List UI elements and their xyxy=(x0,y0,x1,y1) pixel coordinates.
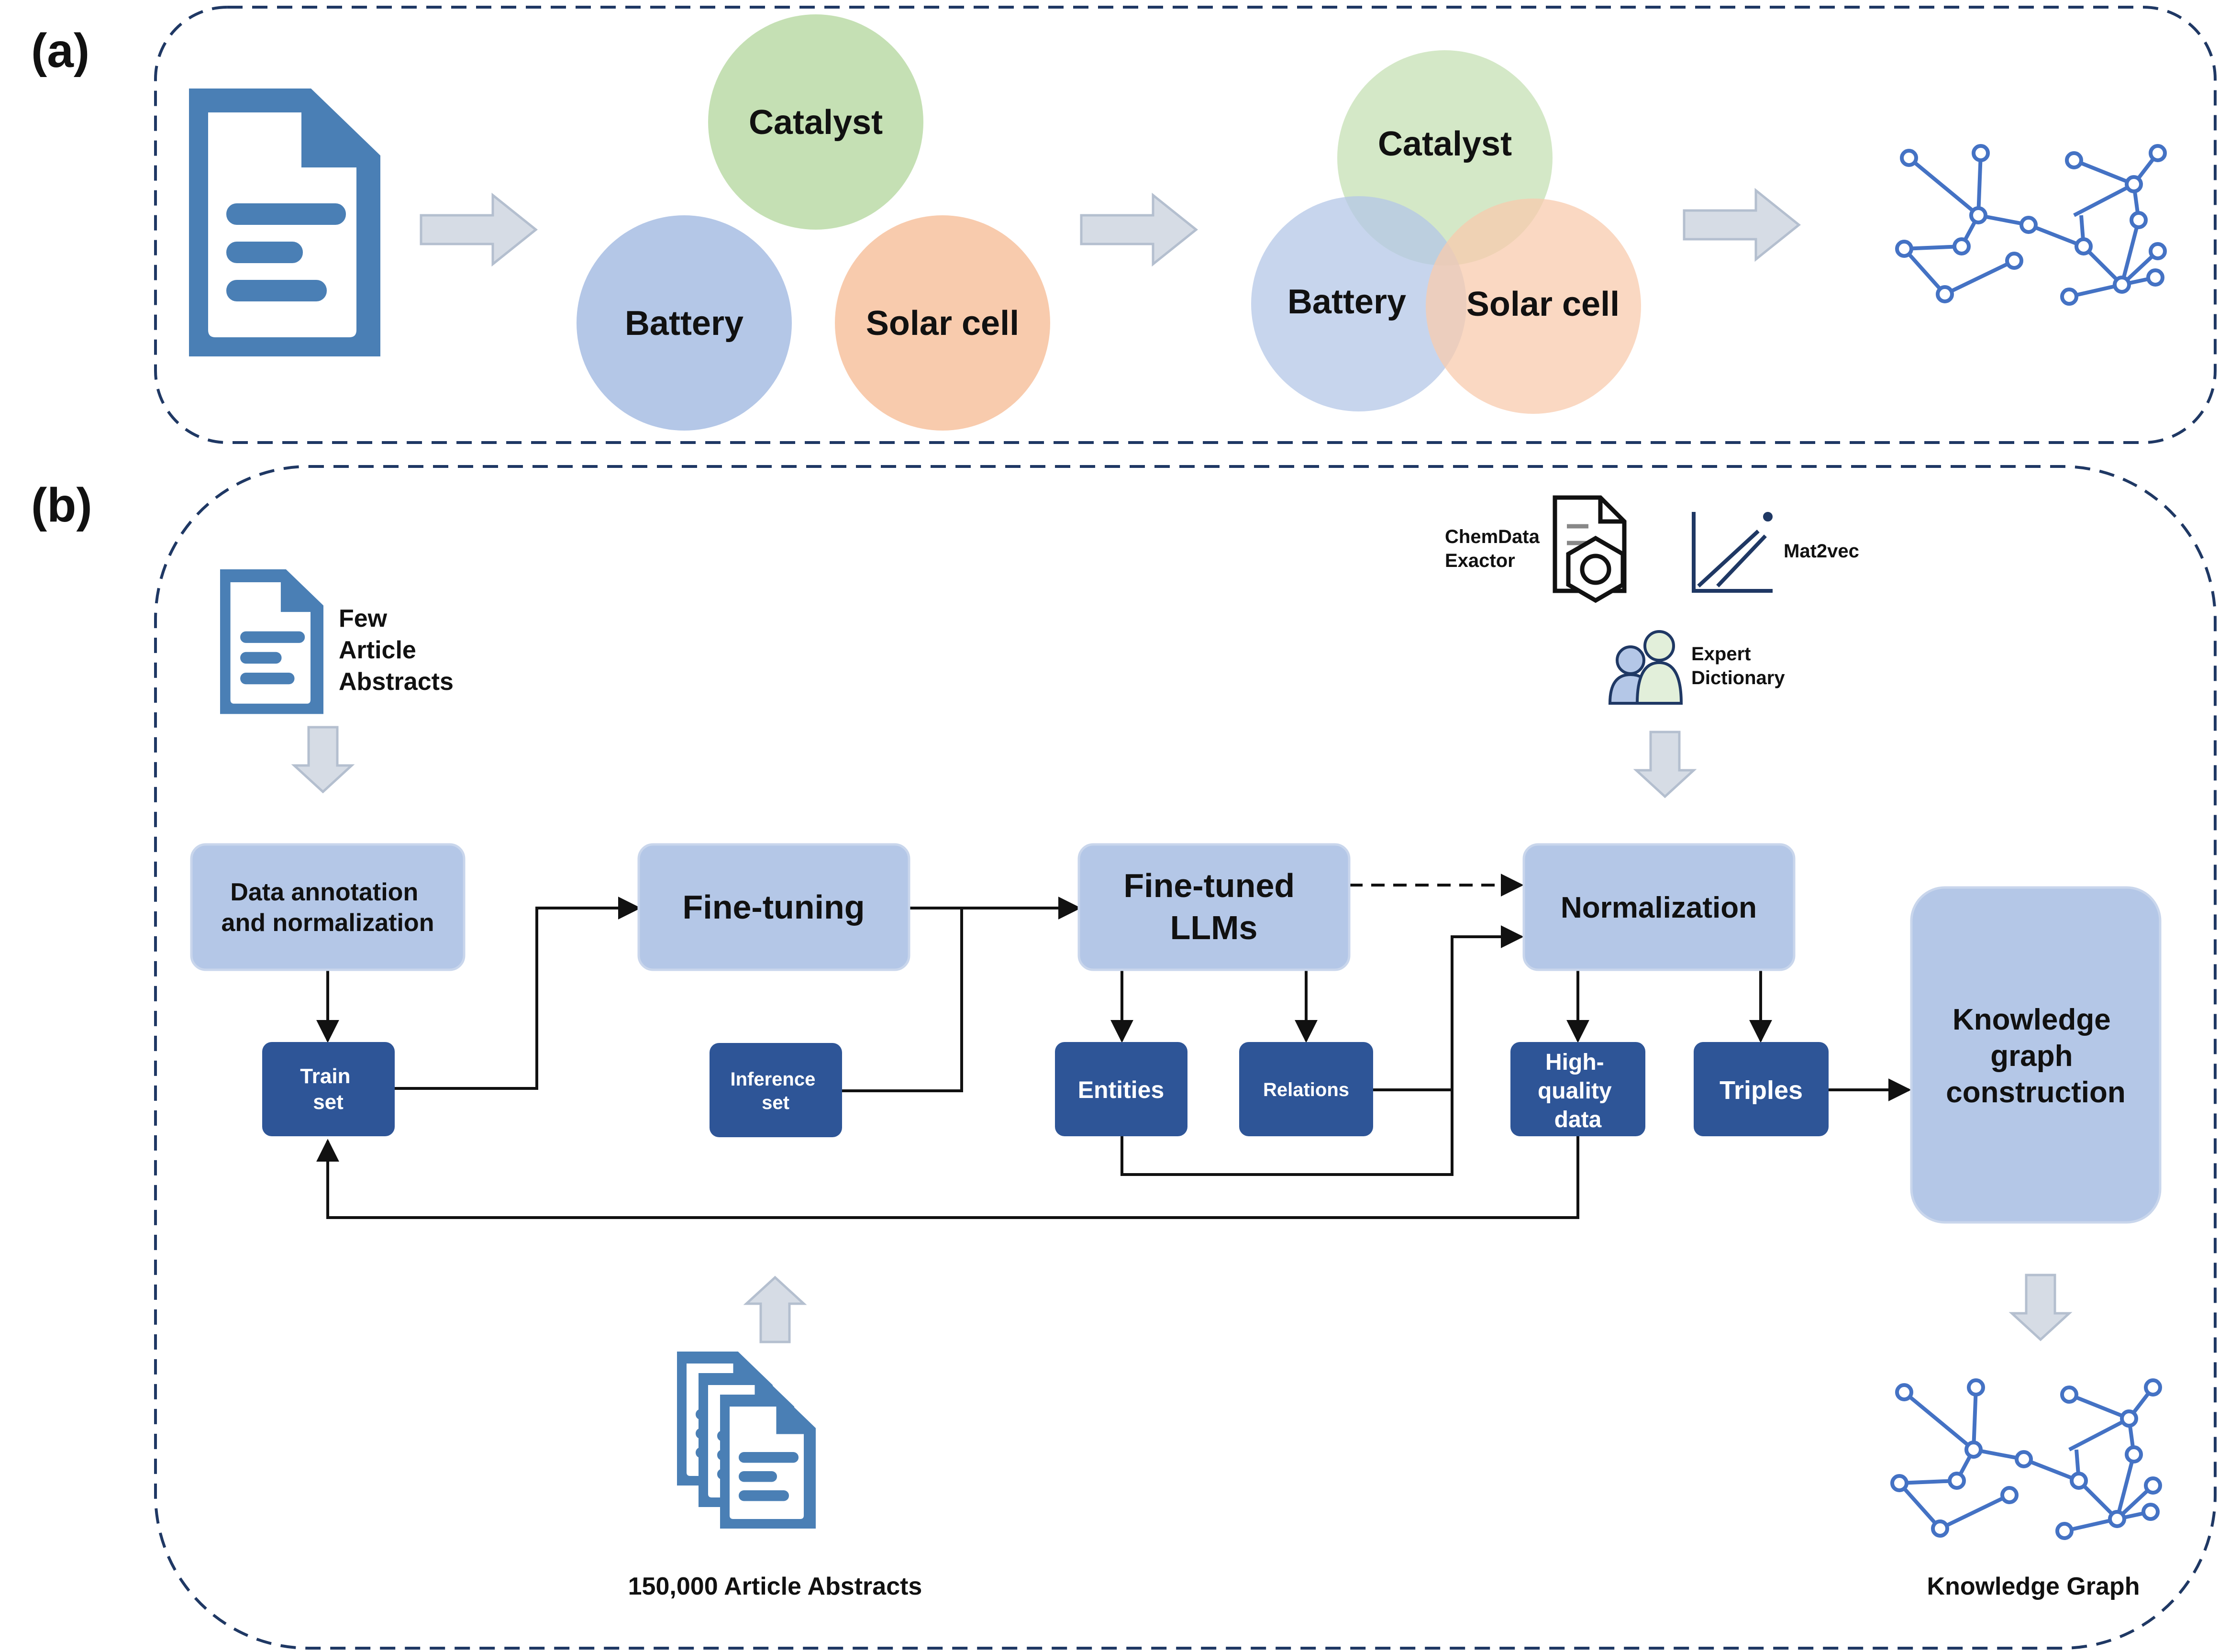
kg-construction-label: Knowledge graph construction xyxy=(1946,1003,2125,1109)
arrow-down-icon xyxy=(1636,732,1694,797)
document-icon xyxy=(189,89,380,356)
battery-overlap-label: Battery xyxy=(1287,283,1406,321)
entities-label: Entities xyxy=(1078,1076,1165,1103)
inference-set-label: Inference set xyxy=(731,1069,821,1113)
entities-box: Entities xyxy=(1055,1042,1187,1136)
inference-set-box: Inference set xyxy=(710,1043,842,1137)
catalyst-overlap-label: Catalyst xyxy=(1378,125,1512,163)
few-abstracts-label: Few Article Abstracts xyxy=(339,605,454,696)
high-quality-data-box: High- quality data xyxy=(1510,1042,1645,1136)
few-abstracts-doc-icon xyxy=(220,569,323,714)
data-annotation-box: Data annotation and normalization xyxy=(190,843,466,971)
train-set-box: Train set xyxy=(262,1042,395,1136)
knowledge-graph-caption: Knowledge Graph xyxy=(1927,1573,2140,1600)
mat2vec-label: Mat2vec xyxy=(1784,541,1859,562)
high-quality-data-label: High- quality data xyxy=(1538,1050,1618,1132)
relations-box: Relations xyxy=(1239,1042,1373,1136)
fine-tuning-box: Fine-tuning xyxy=(637,843,910,971)
knowledge-graph-icon xyxy=(1897,146,2165,304)
normalization-label: Normalization xyxy=(1561,891,1757,924)
separate-domains: Catalyst Battery Solar cell xyxy=(577,14,1050,431)
solar-cell-label: Solar cell xyxy=(866,304,1019,343)
fine-tuning-label: Fine-tuning xyxy=(682,888,865,926)
battery-label: Battery xyxy=(625,304,743,343)
flow-connectors xyxy=(316,874,1911,1219)
solar-cell-overlap-label: Solar cell xyxy=(1466,285,1620,323)
arrow-down-icon xyxy=(294,727,352,792)
arrow-right-icon xyxy=(1081,195,1196,264)
panel-b-frame xyxy=(154,465,2217,1650)
relations-label: Relations xyxy=(1263,1079,1349,1100)
panel-a-frame xyxy=(154,6,2217,444)
chemdata-label: ChemData Exactor xyxy=(1445,526,1545,571)
train-set-label: Train set xyxy=(300,1064,356,1114)
triples-box: Triples xyxy=(1694,1042,1829,1136)
arrow-up-icon xyxy=(746,1277,804,1342)
expert-icon xyxy=(1608,630,1683,705)
panel-a-label: (a) xyxy=(31,24,89,78)
expert-dictionary-label: Expert Dictionary xyxy=(1691,643,1785,688)
article-abstracts-stack-icon xyxy=(677,1352,816,1529)
knowledge-graph-output-icon xyxy=(1892,1380,2160,1538)
triples-label: Triples xyxy=(1720,1076,1803,1105)
arrow-right-icon xyxy=(421,195,536,264)
kg-construction-box: Knowledge graph construction xyxy=(1910,886,2162,1224)
data-annotation-label: Data annotation and normalization xyxy=(222,878,434,937)
fine-tuned-llms-box: Fine-tuned LLMs xyxy=(1077,843,1351,971)
panel-b-label: (b) xyxy=(31,478,92,532)
catalyst-label: Catalyst xyxy=(749,103,883,142)
arrow-down-icon xyxy=(2012,1275,2069,1340)
normalization-box: Normalization xyxy=(1522,843,1796,971)
chemdata-icon xyxy=(1553,495,1627,603)
fine-tuned-llms-label: Fine-tuned LLMs xyxy=(1123,867,1304,946)
overlapping-domains: Catalyst Battery Solar cell xyxy=(1251,50,1641,414)
mat2vec-icon xyxy=(1692,512,1773,593)
arrow-right-icon xyxy=(1684,190,1799,259)
article-abstracts-caption: 150,000 Article Abstracts xyxy=(628,1573,922,1600)
